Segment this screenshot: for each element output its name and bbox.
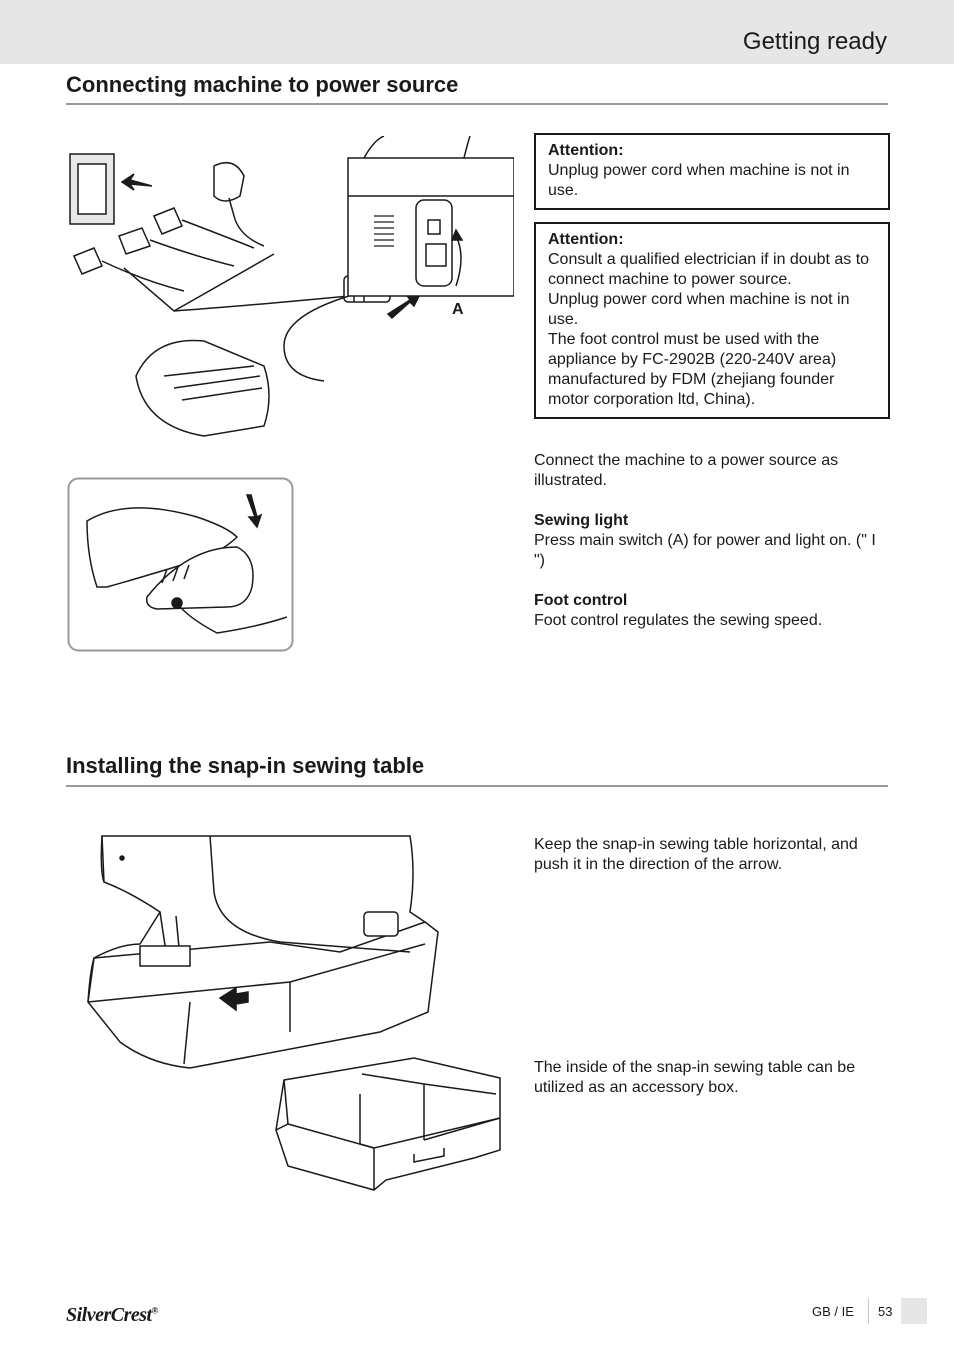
attention-notice-unplug: Attention: Unplug power cord when machin… [534, 133, 890, 210]
power-connection-illustration: A [69, 136, 514, 437]
section-title-sewing-table: Installing the snap-in sewing table [66, 753, 425, 778]
brand-logo: SilverCrest® [66, 1304, 158, 1326]
section-rule-sewing-table [66, 785, 888, 787]
sewing-table-instruction: Keep the snap-in sewing table horizontal… [534, 836, 858, 873]
attention-label: Attention: [548, 231, 624, 248]
footer-separator [868, 1298, 869, 1324]
foot-control-text: Foot control regulates the sewing speed. [534, 612, 823, 629]
section-title-power: Connecting machine to power source [66, 72, 459, 97]
power-instructions: Connect the machine to a power source as… [534, 451, 890, 651]
foot-control-heading: Foot control [534, 592, 628, 609]
accessory-box-illustration [275, 1057, 501, 1191]
foot-control-paragraph: Foot control Foot control regulates the … [534, 591, 890, 631]
sewing-light-text: Press main switch (A) for power and ligh… [534, 532, 876, 569]
footer-region: GB / IE [812, 1304, 854, 1319]
page-header-title: Getting ready [742, 28, 887, 55]
footer-tab [901, 1298, 927, 1324]
attention-line: The foot control must be used with the a… [548, 331, 837, 408]
intro-paragraph: Connect the machine to a power source as… [534, 452, 839, 489]
attention-notice-electrician: Attention: Consult a qualified electrici… [534, 222, 890, 419]
attention-line: Unplug power cord when machine is not in… [548, 291, 850, 328]
foot-control-illustration [67, 477, 294, 652]
page-number: 53 [878, 1304, 893, 1319]
attention-text: Unplug power cord when machine is not in… [548, 162, 850, 199]
sewing-light-heading: Sewing light [534, 512, 629, 529]
sewing-table-illustration [87, 835, 439, 1069]
brand-name: SilverCrest [66, 1304, 152, 1326]
attention-label: Attention: [548, 142, 624, 159]
attention-line: Consult a qualified electrician if in do… [548, 251, 870, 288]
switch-label-a: A [452, 301, 464, 318]
sewing-light-paragraph: Sewing light Press main switch (A) for p… [534, 511, 890, 571]
accessory-box-note: The inside of the snap-in sewing table c… [534, 1059, 856, 1096]
section-rule-power [66, 103, 888, 105]
header-bar [0, 0, 954, 64]
